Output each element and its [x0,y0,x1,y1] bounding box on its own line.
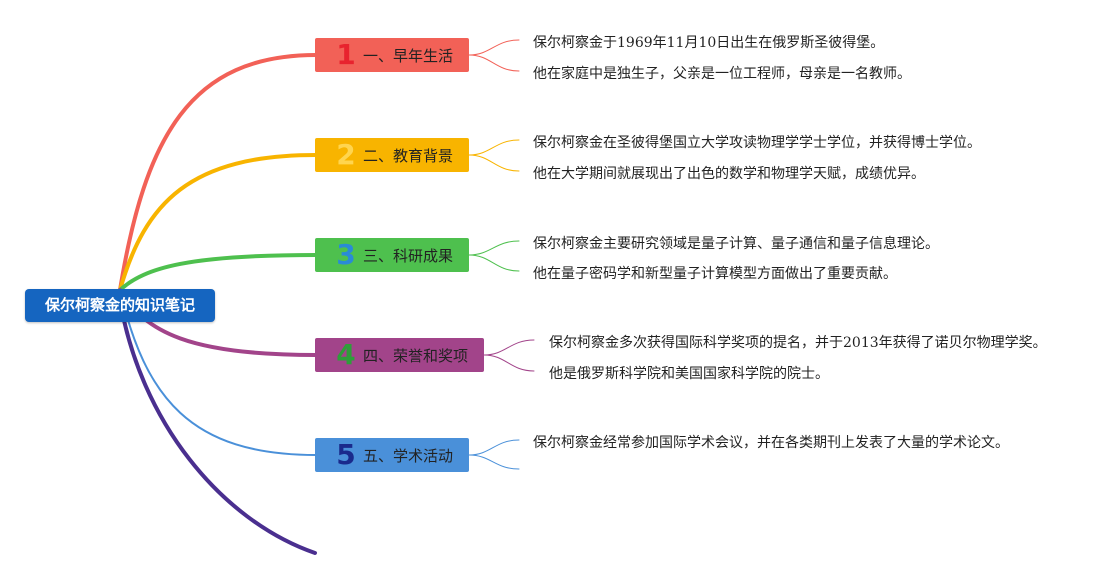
branch-honors[interactable]: 4 四、荣誉和奖项 [315,338,484,372]
number-1-icon: 1 [336,38,356,71]
leaf-connector [468,54,520,72]
detail-item[interactable]: 他在家庭中是独生子，父亲是一位工程师，母亲是一名教师。 [533,66,911,82]
branch-connector [118,153,318,292]
leaf-connector [468,439,520,456]
branch-early-life[interactable]: 1 一、早年生活 [315,38,469,72]
number-4-icon: 4 [336,338,356,371]
branch-connector [119,289,317,456]
branch-connector [118,53,318,292]
leaf-connector [468,240,520,256]
detail-item[interactable]: 保尔柯察金经常参加国际学术会议，并在各类期刊上发表了大量的学术论文。 [533,435,1009,451]
branch-academic[interactable]: 5 五、学术活动 [315,438,469,472]
root-topic[interactable]: 保尔柯察金的知识笔记 [25,289,215,322]
leaf-connector [468,454,520,470]
branch-research[interactable]: 3 三、科研成果 [315,238,469,272]
detail-item[interactable]: 他是俄罗斯科学院和美国国家科学院的院士。 [549,366,829,382]
number-5-icon: 5 [336,438,356,471]
detail-item[interactable]: 保尔柯察金主要研究领域是量子计算、量子通信和量子信息理论。 [533,236,939,252]
branch-label: 二、教育背景 [363,146,454,165]
branch-connector [118,253,318,292]
leaf-connector [483,354,535,372]
number-3-icon: 3 [336,238,356,271]
leaf-connector [468,154,520,172]
branch-label: 四、荣誉和奖项 [363,346,469,365]
branch-label: 五、学术活动 [363,446,454,465]
detail-item[interactable]: 保尔柯察金在圣彼得堡国立大学攻读物理学学士学位，并获得博士学位。 [533,135,981,151]
branch-label: 三、科研成果 [363,246,454,265]
detail-item[interactable]: 保尔柯察金于1969年11月10日出生在俄罗斯圣彼得堡。 [533,35,885,51]
leaf-connector [468,139,520,156]
branch-label: 一、早年生活 [363,46,454,65]
extra-branch-connector [118,298,317,555]
branch-education[interactable]: 2 二、教育背景 [315,138,469,172]
leaf-connector [483,339,535,356]
detail-item[interactable]: 他在大学期间就展现出了出色的数学和物理学天赋，成绩优异。 [533,166,925,182]
number-2-icon: 2 [336,138,356,171]
leaf-connector [468,39,520,56]
detail-item[interactable]: 他在量子密码学和新型量子计算模型方面做出了重要贡献。 [533,266,897,282]
detail-item[interactable]: 保尔柯察金多次获得国际科学奖项的提名，并于2013年获得了诺贝尔物理学奖。 [549,335,1047,351]
leaf-connector [468,254,520,272]
